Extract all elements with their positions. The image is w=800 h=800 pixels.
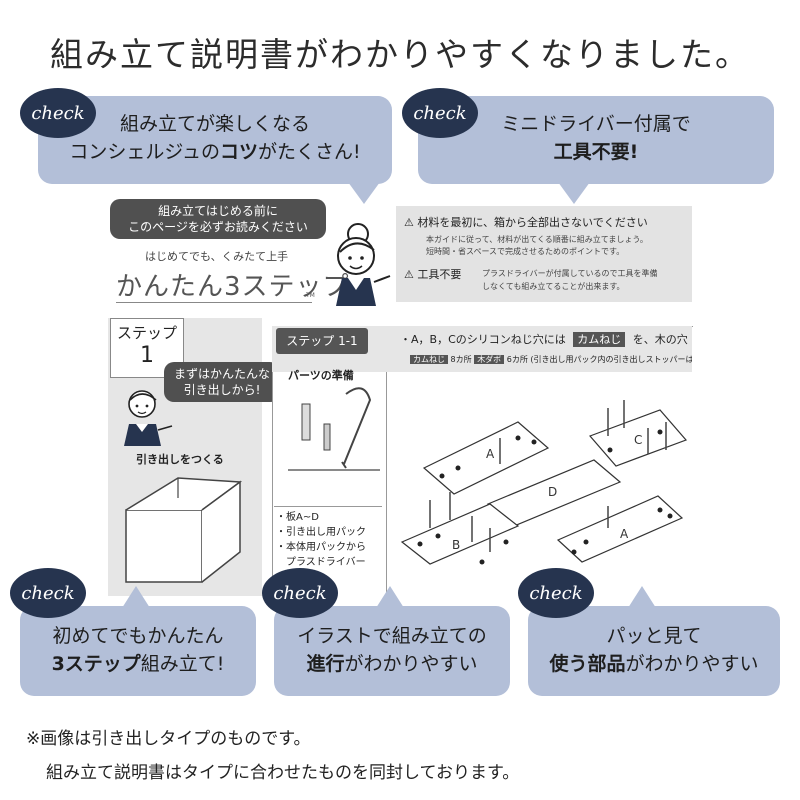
manual-heading: かんたん3ステップ [116, 272, 350, 302]
warning-icon: ⚠ [404, 216, 414, 229]
step-bubble-line: 引き出しから! [183, 383, 261, 397]
bubble-line: 初めてでもかんたん [52, 625, 224, 647]
board-label: C [634, 433, 642, 447]
feature-bubble-three-steps: 初めてでもかんたん 3ステップ組み立て! [20, 586, 256, 696]
step-11-text-2: を、木の穴 [632, 333, 688, 346]
check-badge: check [402, 88, 478, 138]
concierge-small-illustration [124, 390, 173, 446]
step-caption: 引き出しをつくる [136, 453, 224, 466]
board-label: A [486, 447, 495, 461]
parts-illustration [288, 387, 380, 471]
parts-divider [274, 506, 382, 507]
step-11-note: (引き出し用パック内の引き出しストッパーはステ [530, 355, 692, 364]
intro-line: このページを必ずお読みください [128, 220, 308, 234]
parts-title: パーツの準備 [288, 369, 354, 382]
check-badge: check [20, 88, 96, 138]
intro-line: 組み立てはじめる前に [158, 204, 278, 218]
check-badge: check [262, 568, 338, 618]
step-divider [386, 372, 387, 598]
page-title: 組み立て説明書がわかりやすくなりました。 [50, 35, 750, 74]
footnote: ※画像は引き出しタイプのものです。 [26, 729, 311, 749]
board-label: B [452, 538, 460, 552]
step-11-label: ステップ 1-1 [276, 328, 368, 354]
bubble-bold-text: 3ステップ [51, 653, 141, 675]
step-bubble-line: まずはかんたんな [173, 367, 270, 381]
tag-dabo: 木ダボ [474, 355, 505, 364]
notice-body: しなくても組み立てることが出来ます。 [482, 282, 625, 291]
check-badge: check [10, 568, 86, 618]
bubble-line: 組み立てが楽しくなる [119, 113, 310, 135]
bubble-bold-text: コツ [220, 141, 259, 163]
bubble-text: 組み立て! [140, 653, 225, 675]
feature-bubble-concierge: 組み立てが楽しくなる コンシェルジュのコツがたくさん! [38, 96, 392, 204]
boards-illustration: A D B C A [400, 400, 688, 565]
bubble-bold-text: 使う部品 [549, 653, 626, 675]
count-label: 6カ所 [506, 355, 528, 364]
bubble-line: パッと見て [606, 625, 702, 647]
drawer-illustration [125, 477, 243, 583]
parts-list-item: ・本体用パックから [276, 542, 366, 553]
notice-box: ⚠ 材料を最初に、箱から全部出さないでください 本ガイドに従って、材料が出てくる… [396, 206, 692, 302]
bubble-text: がわかりやすい [625, 653, 759, 675]
bubble-bold-text: 進行 [306, 653, 345, 675]
bubble-line: イラストで組み立ての [297, 625, 487, 647]
parts-list-item: ・板A~D [276, 512, 319, 523]
feature-bubble-illustration: イラストで組み立ての 進行がわかりやすい [274, 586, 510, 696]
footnote: 組み立て説明書はタイプに合わせたものを同封しております。 [46, 763, 520, 783]
board-label: D [548, 485, 557, 499]
bubble-text: がわかりやすい [344, 653, 478, 675]
count-label: 8カ所 [450, 355, 472, 364]
parts-list-item: ・引き出し用パック [276, 527, 366, 538]
bubble-text: コンシェルジュの [69, 141, 221, 163]
notice-title: 工具不要 [417, 268, 462, 281]
step-speech-bubble: まずはかんたんな 引き出しから! [164, 362, 280, 402]
step-number-box: ステップ 1 [110, 318, 184, 378]
step-label: ステップ [116, 324, 177, 342]
bubble-text: がたくさん! [258, 141, 361, 163]
intro-speech-bubble: 組み立てはじめる前に このページを必ずお読みください [110, 199, 326, 239]
notice-body: 短時間・省スペースで完成させるためのポイントです。 [426, 247, 625, 256]
concierge-illustration [336, 223, 391, 306]
notice-title: 材料を最初に、箱から全部出さないでください [417, 216, 648, 229]
notice-body: 本ガイドに従って、材料が出てくる順番に組み立てましょう。 [426, 235, 648, 244]
check-badge: check [518, 568, 594, 618]
warning-icon: ⚠ [404, 268, 414, 281]
trademark-mark: TM [306, 292, 315, 299]
parts-list: ・板A~D ・引き出し用パック ・本体用パックから プラスドライバー [276, 510, 366, 570]
step-11-text: ・A，B，Cのシリコンねじ穴には [400, 333, 566, 346]
manual-subtitle: はじめてでも、くみたて上手 [145, 250, 289, 263]
board-label: A [620, 527, 629, 541]
heading-underline [116, 302, 312, 303]
step-number: 1 [140, 343, 154, 368]
tag-kamu: カムねじ [410, 355, 448, 364]
bubble-bold-text: 工具不要! [553, 141, 639, 163]
tag-kamu: カムねじ [573, 332, 626, 347]
bubble-line: ミニドライバー付属で [501, 113, 691, 135]
feature-bubble-parts: パッと見て 使う部品がわかりやすい [528, 586, 780, 696]
parts-list-item: プラスドライバー [276, 557, 366, 568]
notice-body: プラスドライバーが付属しているので工具を準備 [482, 269, 658, 278]
